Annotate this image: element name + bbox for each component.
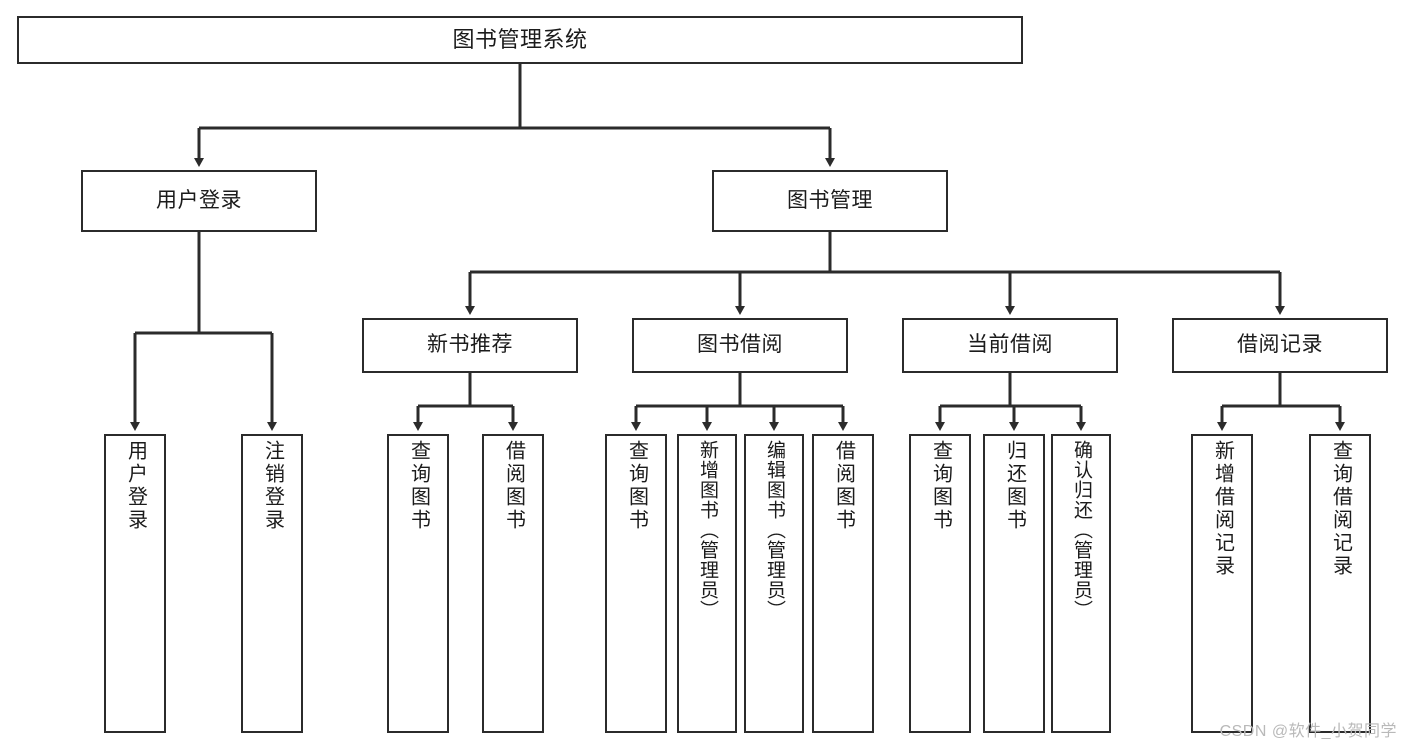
node-label: 用户登录 — [156, 188, 242, 212]
node-leaf-borrow-book-1[interactable]: 借阅图书 — [482, 434, 544, 733]
node-label: 查询图书 — [625, 440, 648, 532]
node-leaf-query-book-3[interactable]: 查询图书 — [909, 434, 971, 733]
node-user-login[interactable]: 用户登录 — [81, 170, 317, 232]
node-leaf-query-book-2[interactable]: 查询图书 — [605, 434, 667, 733]
node-leaf-return-book[interactable]: 归还图书 — [983, 434, 1045, 733]
node-root[interactable]: 图书管理系统 — [17, 16, 1023, 64]
node-leaf-user-logout[interactable]: 注销登录 — [241, 434, 303, 733]
node-label: 图书借阅 — [697, 333, 783, 357]
node-leaf-query-record[interactable]: 查询借阅记录 — [1309, 434, 1371, 733]
node-label: 借阅记录 — [1237, 333, 1323, 357]
node-leaf-add-record[interactable]: 新增借阅记录 — [1191, 434, 1253, 733]
node-label: 新增借阅记录 — [1211, 440, 1234, 578]
node-current-borrow[interactable]: 当前借阅 — [902, 318, 1118, 373]
node-label: 图书管理 — [787, 188, 873, 212]
node-borrow-record[interactable]: 借阅记录 — [1172, 318, 1388, 373]
node-leaf-query-book-1[interactable]: 查询图书 — [387, 434, 449, 733]
node-label: 用户登录 — [124, 440, 147, 532]
node-label: 查询借阅记录 — [1329, 440, 1352, 578]
node-label: 借阅图书 — [502, 440, 525, 532]
node-leaf-edit-book[interactable]: 编辑图书（管理员） — [744, 434, 804, 733]
node-leaf-user-login[interactable]: 用户登录 — [104, 434, 166, 733]
node-leaf-confirm-return[interactable]: 确认归还（管理员） — [1051, 434, 1111, 733]
node-label: 查询图书 — [407, 440, 430, 532]
node-new-book-rec[interactable]: 新书推荐 — [362, 318, 578, 373]
node-leaf-borrow-book-2[interactable]: 借阅图书 — [812, 434, 874, 733]
node-label: 图书管理系统 — [452, 27, 588, 53]
node-label: 新增图书（管理员） — [696, 440, 718, 620]
node-label: 借阅图书 — [832, 440, 855, 532]
node-label: 确认归还（管理员） — [1070, 440, 1092, 620]
node-label: 编辑图书（管理员） — [763, 440, 785, 620]
node-label: 查询图书 — [929, 440, 952, 532]
node-book-borrow[interactable]: 图书借阅 — [632, 318, 848, 373]
node-label: 新书推荐 — [427, 333, 513, 357]
node-leaf-add-book[interactable]: 新增图书（管理员） — [677, 434, 737, 733]
node-label: 注销登录 — [261, 440, 284, 532]
node-book-manage[interactable]: 图书管理 — [712, 170, 948, 232]
node-label: 当前借阅 — [967, 333, 1053, 357]
node-label: 归还图书 — [1003, 440, 1026, 532]
csdn-watermark: CSDN @软件_小贺同学 — [1219, 723, 1397, 740]
